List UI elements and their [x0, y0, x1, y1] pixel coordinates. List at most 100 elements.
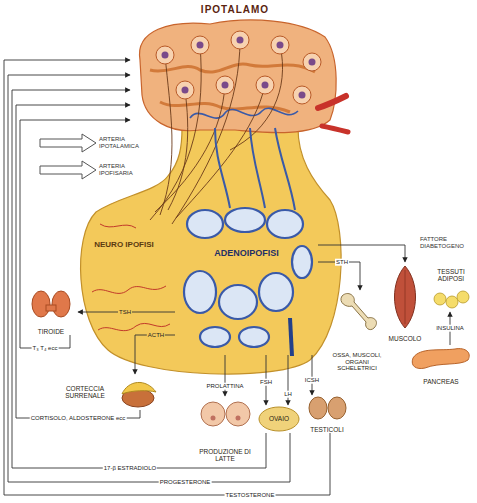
breast-shape: [226, 402, 250, 426]
adenohypophysis-network: [184, 208, 312, 356]
vessel: [160, 102, 290, 112]
axon: [176, 85, 265, 218]
adipose-drawing: [434, 291, 469, 308]
axon: [155, 85, 225, 212]
portal-vein: [215, 128, 230, 208]
neuron: [156, 31, 321, 104]
thyroid-drawing: [32, 291, 70, 317]
hormone-arrow: [12, 90, 266, 468]
muscle-shape: [395, 266, 416, 328]
pancreas-drawing: [412, 349, 469, 369]
annotation-label: ARTERIA IPOTALAMICA: [99, 136, 151, 150]
fat-cell: [446, 296, 458, 308]
portal-vein: [275, 128, 295, 210]
nucleus: [309, 59, 316, 66]
nucleus: [222, 82, 229, 89]
pancreas-shape: [412, 349, 469, 369]
organ-label: TESTICOLI: [310, 426, 344, 433]
artery: [318, 96, 346, 108]
nipple: [211, 416, 216, 421]
adrenal-drawing: [122, 382, 156, 407]
muscle-fiber: [405, 270, 406, 324]
hormone-arrow: [135, 335, 175, 374]
vessel: [150, 64, 315, 72]
testis-drawing: [309, 397, 346, 419]
annotation-label: FATTORE DIABETOGENO: [420, 236, 474, 250]
sinusoid: [200, 327, 230, 347]
neuron-body: [293, 86, 311, 104]
hormone-arrow: [8, 75, 290, 482]
hormone-arrow: [312, 355, 313, 395]
neuron-body: [216, 76, 234, 94]
pituitary-gland: [81, 128, 342, 374]
testis-shape: [309, 397, 327, 419]
hormone-arrow: [20, 120, 130, 348]
portal-capillary: [190, 108, 298, 118]
nucleus: [277, 42, 284, 49]
organ-label: CORTECCIA SURRENALE: [55, 385, 115, 399]
organ-label: MUSCOLO: [389, 335, 422, 342]
annotation-label: ARTERIA IPOFISARIA: [99, 163, 151, 177]
hypophyseal-vein: [290, 318, 292, 356]
nucleus: [182, 87, 189, 94]
hormone-arrow: [16, 105, 140, 418]
axon: [230, 45, 283, 150]
sinusoid: [184, 271, 216, 313]
nucleus: [299, 92, 306, 99]
hormone-label: PROLATTINA: [205, 383, 244, 390]
nucleus: [197, 42, 204, 49]
hollow-arrow: [40, 134, 96, 152]
hormone-label: INSULINA: [435, 325, 465, 332]
axon: [168, 90, 188, 210]
breast-shape: [201, 402, 225, 426]
organ-node: TESTICOLI: [302, 395, 352, 433]
neuron-body: [191, 36, 209, 54]
neuron-body: [256, 76, 274, 94]
organ-label: TESSUTI ADIPOSI: [429, 268, 473, 282]
nipple: [236, 416, 241, 421]
organ-node: NEURO IPOFISI: [78, 205, 170, 285]
sinusoid: [239, 327, 269, 347]
organ-node: PANCREAS: [410, 345, 472, 385]
neuron-body: [176, 81, 194, 99]
muscle-drawing: [395, 266, 416, 328]
organ-label: PRODUZIONE DI LATTE: [195, 448, 255, 462]
organ-node: TIROIDE: [24, 288, 78, 335]
organ-label: OSSA, MUSCOLI, ORGANI SCHELETRICI: [331, 352, 383, 372]
organ-label: NEURO IPOFISI: [94, 241, 154, 250]
organ-node: OVAIO: [258, 405, 300, 433]
hormone-label: LH: [283, 391, 293, 398]
fat-cell: [434, 293, 446, 305]
breast-drawing: [201, 402, 250, 426]
portal-veins: [215, 128, 295, 210]
neuron-body: [156, 46, 174, 64]
nucleus: [262, 82, 269, 89]
axon: [160, 55, 172, 215]
axon: [150, 45, 201, 220]
hormone-label: CORTISOLO, ALDOSTERONE ecc: [30, 415, 127, 422]
organ-node: MUSCOLO: [386, 262, 424, 342]
bone-shape: [341, 294, 377, 330]
thyroid-isthmus: [46, 305, 56, 311]
organ-node: ADENOIPOFISI: [175, 195, 318, 355]
organ-node: CORTECCIA SURRENALE: [55, 374, 160, 410]
hormone-label: PROGESTERONE: [159, 479, 212, 486]
hormone-arrow: [225, 355, 226, 396]
capillary: [92, 286, 166, 293]
capillary: [100, 224, 136, 228]
hormone-label: 17-β ESTRADIOLO: [103, 465, 157, 472]
hormone-arrow: [4, 60, 330, 495]
organ-node: TESSUTI ADIPOSI: [427, 268, 475, 312]
hormone-label: TSH: [118, 309, 132, 316]
sinusoid: [292, 246, 312, 278]
organ-node: PRODUZIONE DI LATTE: [193, 396, 257, 462]
organ-label: PANCREAS: [423, 378, 458, 385]
neuron-body: [231, 31, 249, 49]
hollow-arrow: [40, 161, 96, 179]
organ-label: IPOTALAMO: [201, 4, 269, 15]
axon: [172, 40, 240, 224]
gland-outline: [81, 128, 342, 374]
portal-vein: [250, 128, 265, 208]
thyroid-lobe: [32, 291, 50, 317]
